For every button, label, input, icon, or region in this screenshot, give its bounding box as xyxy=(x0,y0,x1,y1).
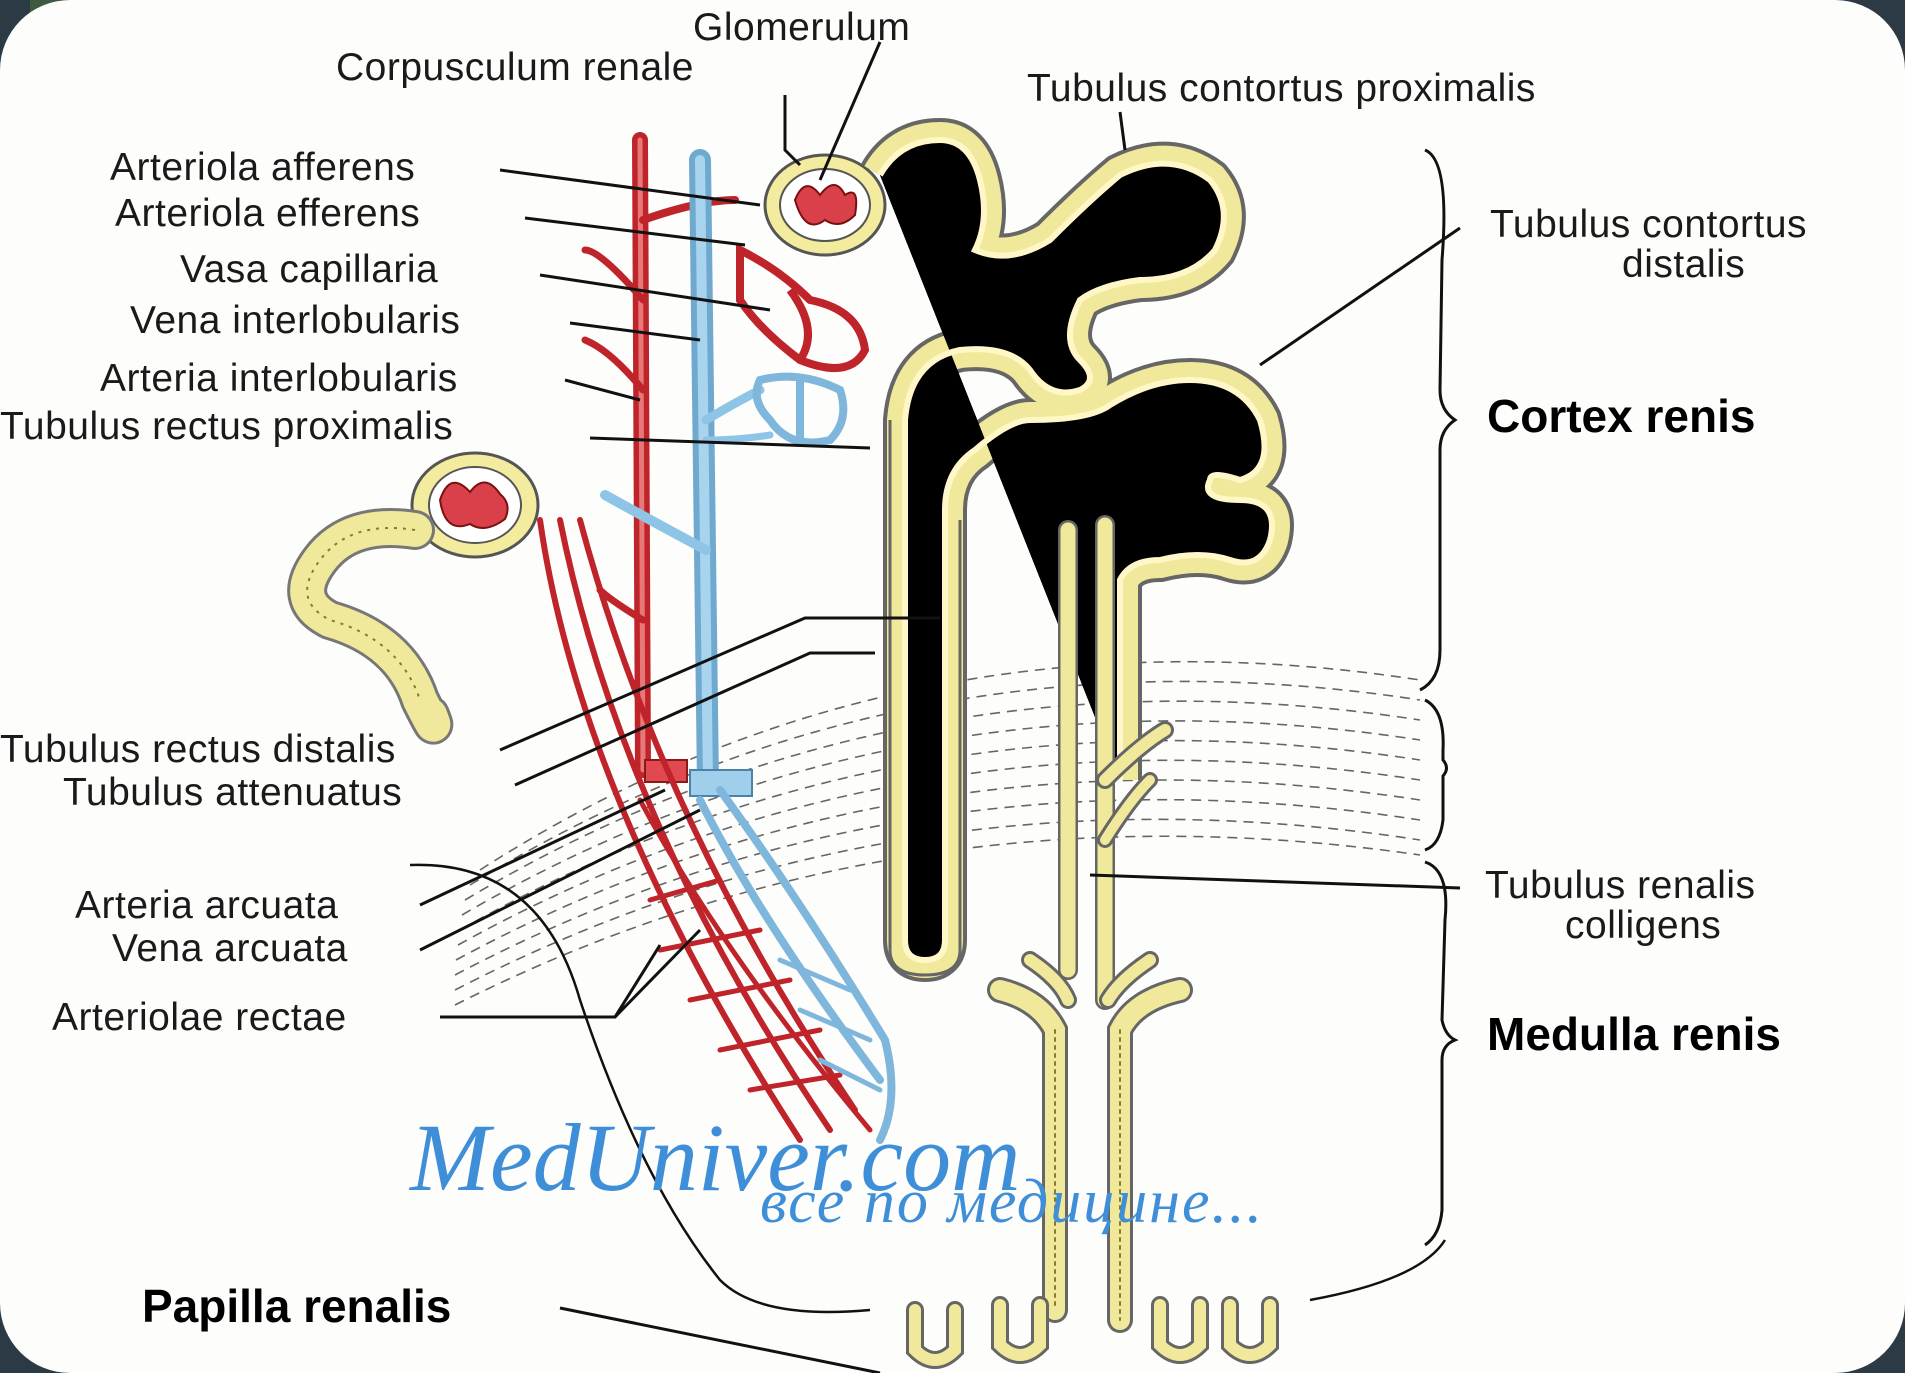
label-tubulus-rectus-proximalis: Tubulus rectus proximalis xyxy=(0,405,453,448)
label-tubulus-attenuatus: Tubulus attenuatus xyxy=(63,771,402,814)
label-arteria-interlobularis: Arteria interlobularis xyxy=(100,357,458,400)
label-tubulus-contortus-proximalis: Tubulus contortus proximalis xyxy=(1027,67,1536,110)
label-glomerulum: Glomerulum xyxy=(693,6,910,49)
label-tubulus-contortus-distalis-line2: distalis xyxy=(1622,243,1745,286)
label-tubulus-renalis-colligens-line2: colligens xyxy=(1565,904,1721,947)
label-cortex-renis: Cortex renis xyxy=(1487,390,1755,442)
label-tubulus-contortus-distalis-line1: Tubulus contortus xyxy=(1490,203,1807,246)
label-arteriola-afferens: Arteriola afferens xyxy=(110,146,415,189)
watermark-tagline: все по медицине... xyxy=(760,1168,1264,1236)
label-papilla-renalis: Papilla renalis xyxy=(142,1280,451,1332)
label-tubulus-renalis-colligens-line1: Tubulus renalis xyxy=(1485,864,1756,907)
label-vasa-capillaria: Vasa capillaria xyxy=(180,248,438,291)
label-vena-arcuata: Vena arcuata xyxy=(112,927,348,970)
label-tubulus-rectus-distalis: Tubulus rectus distalis xyxy=(0,728,396,771)
label-vena-interlobularis: Vena interlobularis xyxy=(130,299,460,342)
label-arteriola-efferens: Arteriola efferens xyxy=(115,192,420,235)
label-arteriolae-rectae: Arteriolae rectae xyxy=(52,996,347,1039)
label-arteria-arcuata: Arteria arcuata xyxy=(75,884,338,927)
label-medulla-renis: Medulla renis xyxy=(1487,1008,1781,1060)
label-corpusculum-renale: Corpusculum renale xyxy=(336,46,694,89)
